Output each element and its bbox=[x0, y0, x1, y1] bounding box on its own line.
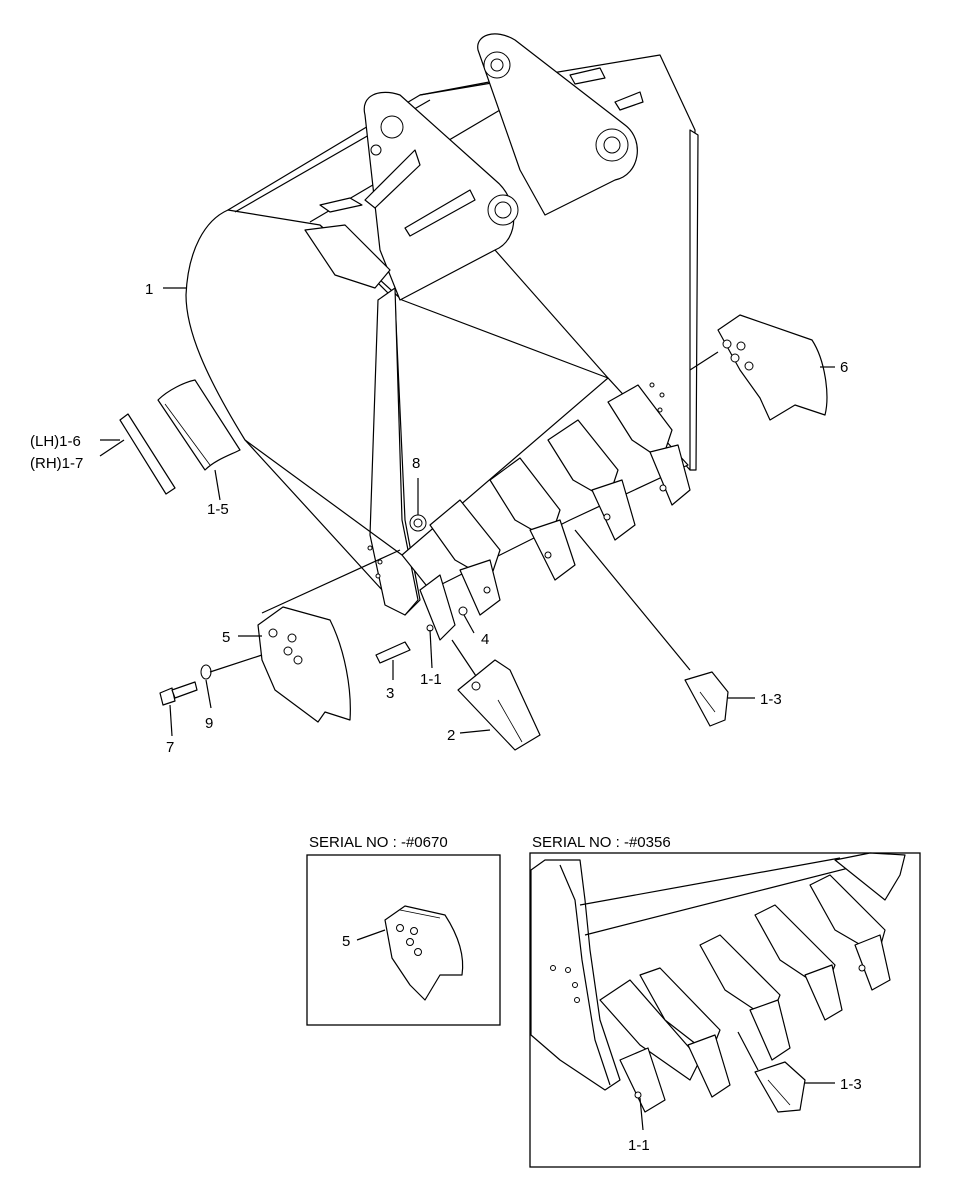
wear-plate-1-5 bbox=[157, 379, 241, 471]
callout-3: 3 bbox=[386, 685, 394, 702]
side-cutter-5 bbox=[257, 606, 351, 723]
callout-6: 6 bbox=[840, 359, 848, 376]
inset-a-callout-5: 5 bbox=[342, 933, 350, 950]
callout-1: 1 bbox=[145, 281, 153, 298]
bucket-teeth bbox=[419, 384, 691, 641]
inset-b-title: SERIAL NO : -#0356 bbox=[532, 834, 671, 851]
inset-a-title: SERIAL NO : -#0670 bbox=[309, 834, 448, 851]
wear-strip-1-6-1-7 bbox=[119, 413, 176, 495]
callout-2: 2 bbox=[447, 727, 455, 744]
inset-b-callout-1-1: 1-1 bbox=[628, 1137, 650, 1154]
lock-4 bbox=[458, 606, 468, 616]
inset-serial-0670: SERIAL NO : -#0670 5 bbox=[306, 834, 501, 1026]
callout-7: 7 bbox=[166, 739, 174, 756]
callout-5: 5 bbox=[222, 629, 230, 646]
adapter-cover-1-3 bbox=[684, 671, 729, 727]
nut-8 bbox=[409, 514, 427, 532]
callout-1-1: 1-1 bbox=[420, 671, 442, 688]
inset-b-callout-1-3: 1-3 bbox=[840, 1076, 862, 1093]
callout-9: 9 bbox=[205, 715, 213, 732]
callout-4: 4 bbox=[481, 631, 489, 648]
pin-3 bbox=[375, 641, 411, 664]
callout-1-6: (LH)1-6 bbox=[30, 433, 81, 450]
callout-1-3: 1-3 bbox=[760, 691, 782, 708]
leader-lines bbox=[99, 287, 835, 737]
inset-serial-0356: SERIAL NO : -#0356 1-3 1-1 bbox=[529, 834, 921, 1168]
callout-8: 8 bbox=[412, 455, 420, 472]
callout-1-7: (RH)1-7 bbox=[30, 455, 83, 472]
washer-9 bbox=[200, 664, 212, 680]
bolt-7 bbox=[159, 681, 198, 706]
callout-1-5: 1-5 bbox=[207, 501, 229, 518]
tooth-point-2 bbox=[457, 659, 541, 751]
side-cutter-6 bbox=[717, 314, 828, 421]
